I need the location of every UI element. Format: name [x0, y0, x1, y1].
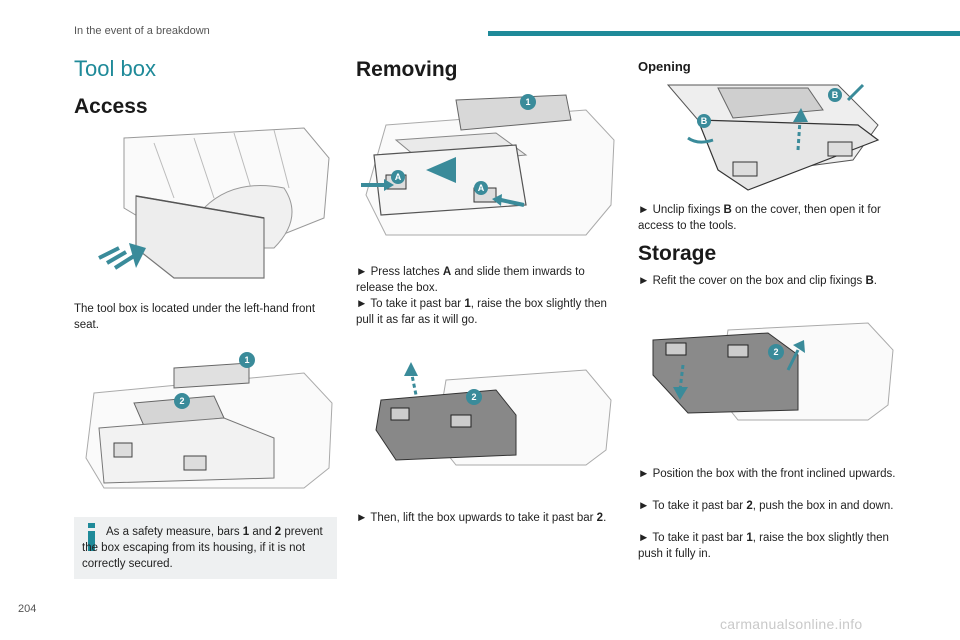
- seat-illustration: [98, 127, 330, 279]
- removing-step-3: ► Then, lift the box upwards to take it …: [356, 512, 607, 524]
- storage-step-2: ► Position the box with the front inclin…: [638, 468, 896, 480]
- opening-step: ► Unclip fixings B on the cover, then op…: [638, 204, 881, 232]
- callout-bar-2: 2: [773, 347, 778, 357]
- storage-insert-illustration: 2: [652, 322, 894, 421]
- callout-bar-2: 2: [179, 396, 184, 406]
- removing-latches-illustration: 1 A A: [361, 94, 615, 236]
- callout-bar-1: 1: [244, 355, 249, 365]
- callout-fixing-b-right: B: [832, 90, 839, 100]
- removing-step-2: ► To take it past bar 1, raise the box s…: [356, 298, 607, 326]
- heading-removing: Removing: [356, 58, 458, 81]
- info-icon: [88, 523, 95, 551]
- callout-latch-a-left: A: [395, 172, 402, 182]
- callout-bar-2: 2: [471, 392, 476, 402]
- storage-step-3: ► To take it past bar 2, push the box in…: [638, 500, 894, 512]
- callout-fixing-b-left: B: [701, 116, 708, 126]
- safety-note-text: As a safety measure, bars 1 and 2 preven…: [82, 526, 323, 570]
- lift-box-illustration: 2: [375, 362, 612, 466]
- safety-note-box: [74, 517, 337, 579]
- subheading-opening: Opening: [638, 59, 691, 74]
- storage-step-1: ► Refit the cover on the box and clip fi…: [638, 275, 877, 287]
- access-description: The tool box is located under the left-h…: [74, 303, 316, 331]
- section-header: In the event of a breakdown: [74, 25, 210, 37]
- removing-step-1: ► Press latches A and slide them inwards…: [356, 266, 585, 294]
- callout-latch-a-right: A: [478, 183, 485, 193]
- storage-step-4: ► To take it past bar 1, raise the box s…: [638, 532, 889, 560]
- page-title: Tool box: [74, 56, 156, 81]
- watermark: carmanualsonline.info: [720, 616, 863, 632]
- toolbox-bars-illustration: 1 2: [85, 352, 333, 489]
- callout-bar-1: 1: [525, 97, 530, 107]
- header-accent-bar: [488, 31, 960, 36]
- page-number: 204: [18, 603, 37, 615]
- heading-storage: Storage: [638, 242, 717, 265]
- heading-access: Access: [74, 95, 148, 118]
- opening-cover-illustration: B B: [666, 83, 880, 191]
